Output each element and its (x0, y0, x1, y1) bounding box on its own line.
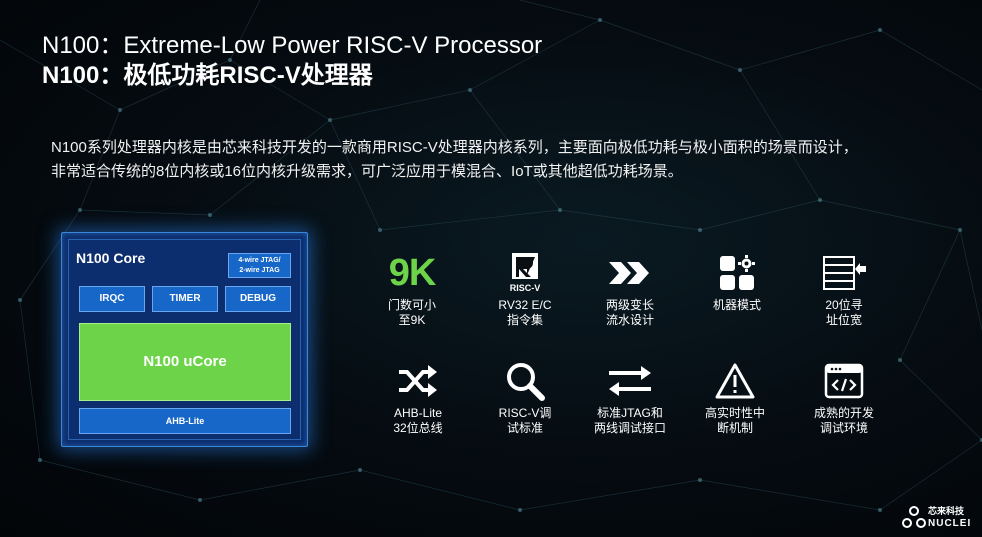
feature-realtime-label: 高实时性中 断机制 (704, 406, 765, 435)
magnifier-icon (477, 358, 573, 404)
stack-arrow-icon (796, 250, 892, 296)
feature-isa-label: RV32 E/C 指令集 (498, 298, 552, 327)
shuffle-icon (370, 358, 466, 404)
jtag-line-2: 2-wire JTAG (239, 267, 280, 274)
description-line-1: N100系列处理器内核是由芯来科技开发的一款商用RISC-V处理器内核系列，主要… (51, 139, 858, 156)
feature-pipeline: 两级变长 流水设计 (582, 250, 678, 328)
feature-bus: AHB-Lite 32位总线 (370, 358, 466, 436)
page-title-en: N100：Extreme-Low Power RISC-V Processor (42, 32, 543, 59)
jtag-block: 4-wire JTAG/ 2-wire JTAG (228, 253, 291, 278)
feature-bus-label: AHB-Lite 32位总线 (393, 406, 443, 435)
feature-dev-environment: 成熟的开发 调试环境 (796, 358, 892, 436)
brand-name-en: NUCLEI (928, 518, 972, 529)
bidirectional-arrows-icon (582, 358, 678, 404)
brand-name-cn: 芯来科技 (928, 506, 965, 516)
description: N100系列处理器内核是由芯来科技开发的一款商用RISC-V处理器内核系列，主要… (51, 136, 951, 184)
nuclei-logo-icon (902, 506, 926, 528)
core-diagram: N100 Core 4-wire JTAG/ 2-wire JTAG IRQC … (61, 232, 308, 447)
feature-debug-standard: RISC-V调 试标准 (477, 358, 573, 436)
feature-jtag-label: 标准JTAG和 两线调试接口 (593, 406, 666, 435)
feature-pipeline-label: 两级变长 流水设计 (605, 298, 654, 327)
gate-count-value: 9K (388, 252, 437, 294)
feature-realtime: 高实时性中 断机制 (687, 358, 783, 436)
code-window-icon (796, 358, 892, 404)
warning-icon (687, 358, 783, 404)
feature-jtag: 标准JTAG和 两线调试接口 (582, 358, 678, 436)
jtag-line-1: 4-wire JTAG/ (238, 257, 281, 264)
feature-dev-environment-label: 成熟的开发 调试环境 (813, 406, 874, 435)
timer-block: TIMER (152, 286, 218, 312)
feature-gate-count: 9K 门数可小 至9K (364, 250, 460, 328)
ucore-block: N100 uCore (79, 323, 291, 401)
feature-isa: RISC-V RV32 E/C 指令集 (477, 250, 573, 328)
feature-debug-standard-label: RISC-V调 试标准 (498, 406, 552, 435)
feature-address-width-label: 20位寻 址位宽 (825, 298, 863, 327)
page-title-cn: N100：极低功耗RISC-V处理器 (42, 62, 373, 89)
debug-block: DEBUG (225, 286, 291, 312)
double-chevron-icon (582, 250, 678, 296)
description-line-2: 非常适合传统的8位内核或16位内核升级需求，可广泛应用于模混合、IoT或其他超低… (51, 163, 683, 180)
feature-gate-count-label: 门数可小 至9K (387, 298, 436, 327)
core-title: N100 Core (76, 250, 146, 266)
risc-v-logo-icon: RISC-V (477, 250, 573, 296)
risc-v-logo-text: RISC-V (510, 283, 541, 293)
brand-logo: 芯来科技 NUCLEI (902, 500, 977, 532)
feature-machine-mode-label: 机器模式 (712, 298, 761, 312)
ahb-lite-block: AHB-Lite (79, 408, 291, 434)
feature-address-width: 20位寻 址位宽 (796, 250, 892, 328)
apps-gear-icon (689, 250, 785, 296)
feature-machine-mode: 机器模式 (689, 250, 785, 313)
irqc-block: IRQC (79, 286, 145, 312)
core-inner-frame (68, 239, 301, 440)
